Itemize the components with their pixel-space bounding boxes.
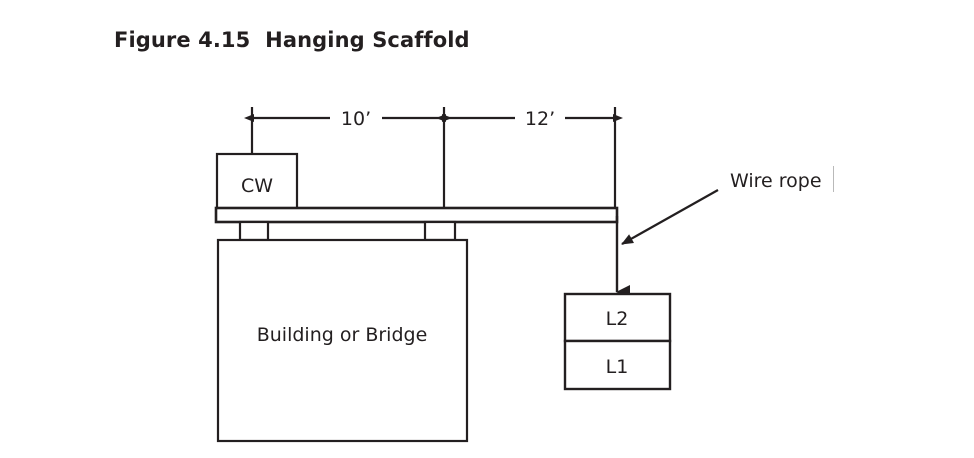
wire-rope-label: Wire rope	[730, 170, 822, 192]
load-label-l2: L2	[606, 308, 629, 330]
load-box-l2	[563, 292, 672, 343]
support-block-left	[238, 220, 270, 242]
support-block-right	[423, 220, 457, 242]
scaffold-beam	[214, 206, 619, 224]
load-label-l1: L1	[606, 356, 629, 378]
wire-rope-leader-arrow	[621, 189, 719, 245]
load-box-l1	[563, 339, 672, 391]
figure-title: Figure 4.15 Hanging Scaffold	[114, 28, 470, 52]
text-cursor-caret	[833, 166, 834, 192]
dimension-label-10ft: 10’	[341, 108, 371, 130]
counterweight-label: CW	[241, 175, 273, 197]
building-label: Building or Bridge	[257, 324, 428, 346]
dimension-label-12ft: 12’	[525, 108, 555, 130]
building-box	[216, 238, 469, 443]
